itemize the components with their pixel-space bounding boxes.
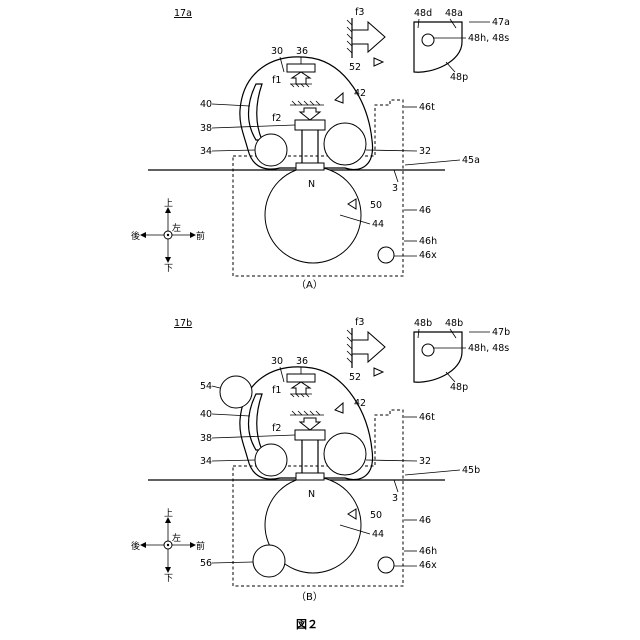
pad-holder-label: 40 [200, 99, 212, 110]
direction-indicator-a [140, 207, 196, 263]
dir-back: 後 [131, 230, 140, 242]
figure-title: 図２ [296, 617, 318, 631]
arrow-marker-label: 52 [349, 372, 361, 383]
direction-indicator-b [140, 517, 196, 573]
belt-label: 30 [271, 46, 283, 57]
frame-top-label: 46t [419, 102, 435, 113]
dir-up: 上 [164, 508, 173, 519]
roller-marker-label: 50 [370, 200, 382, 211]
panel-caption: （A） [296, 279, 323, 291]
device-label: 17b [174, 318, 192, 329]
panel-b: 17b 30 36 f1 f2 f3 40 38 34 32 42 N 3 44… [148, 317, 510, 603]
unit-label: 45b [462, 465, 480, 476]
belt-marker-label: 42 [354, 88, 366, 99]
arrow-marker-label: 52 [349, 62, 361, 73]
heat-roller-label: 54 [200, 381, 212, 392]
cam-profile-label: 48p [450, 72, 468, 83]
force3-label: f3 [355, 317, 364, 328]
shaft-label: 46x [419, 560, 437, 571]
pad-label: 38 [200, 123, 212, 134]
force1-label: f1 [272, 385, 281, 396]
frame-label: 46 [419, 515, 431, 526]
cam-unit-label: 47b [492, 327, 510, 338]
frame-hole-label: 46h [419, 236, 437, 247]
force2-label: f2 [272, 113, 281, 124]
pad-label: 38 [200, 433, 212, 444]
device-label: 17a [174, 8, 192, 19]
dir-back: 後 [131, 540, 140, 552]
sheet-label: 3 [392, 183, 398, 194]
force3-label: f3 [355, 7, 364, 18]
dir-down: 下 [164, 574, 173, 584]
force1-label: f1 [272, 75, 281, 86]
cam-unit-label: 47a [492, 17, 510, 28]
shaft-label: 46x [419, 250, 437, 261]
sheet-label: 3 [392, 493, 398, 504]
dir-left: 左 [172, 222, 181, 234]
dir-left: 左 [172, 532, 181, 544]
nip-label: N [308, 489, 315, 500]
plate-label: 36 [296, 46, 308, 57]
roller-right-label: 32 [419, 456, 431, 467]
frame-top-label: 46t [419, 412, 435, 423]
unit-label: 45a [462, 155, 480, 166]
cam-a-label: 48a [445, 8, 463, 19]
dir-up: 上 [164, 198, 173, 209]
cam-hole-label: 48h, 48s [468, 33, 509, 44]
cam-profile-label: 48p [450, 382, 468, 393]
panel-caption: （B） [296, 591, 323, 603]
pressure-roller-label: 44 [372, 219, 384, 230]
frame-label: 46 [419, 205, 431, 216]
nip-label: N [308, 179, 315, 190]
roller-left-label: 34 [200, 146, 212, 157]
dir-front: 前 [196, 230, 205, 242]
dir-front: 前 [196, 540, 205, 552]
cam-a-label: 48b [445, 318, 463, 329]
belt-label: 30 [271, 356, 283, 367]
extra-roller-label: 56 [200, 558, 212, 569]
pressure-roller-label: 44 [372, 529, 384, 540]
cam-hole-label: 48h, 48s [468, 343, 509, 354]
cam-d-label: 48d [414, 8, 432, 19]
dir-down: 下 [164, 264, 173, 274]
roller-left-label: 34 [200, 456, 212, 467]
cam-d-label: 48b [414, 318, 432, 329]
plate-label: 36 [296, 356, 308, 367]
belt-marker-label: 42 [354, 398, 366, 409]
roller-right-label: 32 [419, 146, 431, 157]
pad-holder-label: 40 [200, 409, 212, 420]
roller-marker-label: 50 [370, 510, 382, 521]
panel-a: 17a 30 36 f1 f2 f3 40 38 34 32 42 N 3 44… [148, 7, 510, 291]
frame-hole-label: 46h [419, 546, 437, 557]
force2-label: f2 [272, 423, 281, 434]
